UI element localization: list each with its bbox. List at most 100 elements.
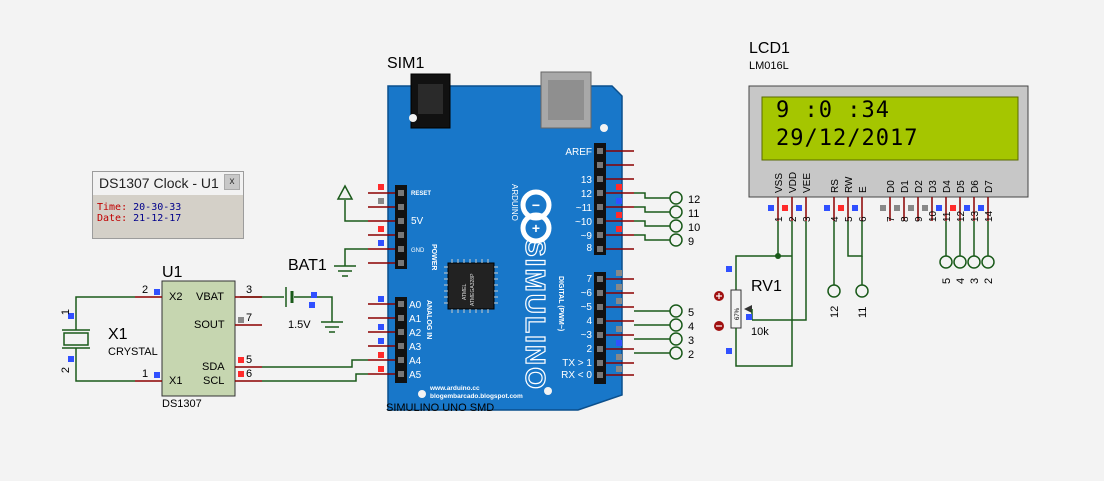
date-label: Date: (97, 213, 128, 224)
lcd-terminals[interactable] (827, 255, 995, 298)
lcd-pin-number: 1 (774, 216, 785, 222)
pin-label-aref: AREF (565, 147, 592, 158)
lcd-pin-number: 2 (788, 216, 799, 222)
lcd-terminal-label-3: 3 (969, 278, 981, 284)
lcd-pin-number: 7 (886, 216, 897, 222)
arduino-name-label: SIMULINO UNO SMD (386, 402, 495, 414)
pin-label-a1: A1 (409, 314, 422, 325)
lcd-pin-number: 9 (914, 216, 925, 222)
lcd-pin-name: D6 (970, 180, 981, 193)
lcd-wires (735, 221, 989, 367)
pin-label-6: ~6 (581, 288, 593, 299)
lcd-terminal-label-5: 5 (941, 278, 953, 284)
arduino-board[interactable]: + − ATMEL ATMEGA328P SIMULINO ARDUINO DI… (387, 71, 623, 411)
lcd-pin-number: 10 (928, 210, 939, 222)
lcd-pin-name: D0 (886, 180, 897, 193)
crystal-name-label: CRYSTAL (108, 346, 158, 358)
pin-label-4: 4 (586, 316, 592, 327)
rtc-pin-scl: SCL (203, 375, 225, 387)
lcd-pin-name: D3 (928, 180, 939, 193)
rtc-ref-label: U1 (162, 264, 183, 281)
lcd-pin-name: D5 (956, 180, 967, 193)
lcd-screen (761, 96, 1019, 161)
rtc-pin-num-1: 1 (142, 368, 149, 380)
lcd-terminal-label-4: 4 (955, 278, 967, 284)
pin-label-10: ~10 (575, 217, 592, 228)
pin-label-2: 2 (586, 344, 592, 355)
close-button[interactable]: x (224, 174, 240, 190)
pin-label-reset: RESET (411, 191, 431, 197)
terminal-label-10: 10 (688, 222, 700, 234)
lcd-ref-label: LCD1 (749, 40, 790, 57)
lcd-pin-number: 14 (984, 210, 995, 222)
pot-adjust-buttons[interactable] (714, 291, 724, 331)
crystal-pin-2: 2 (60, 366, 73, 374)
lcd-pin-number: 6 (858, 216, 869, 222)
pin-label-a5: A5 (409, 370, 422, 381)
pot-value-label: 10k (751, 326, 769, 338)
lcd-display-line-2: 29/12/2017 (776, 126, 919, 151)
lcd-terminal-label-12: 12 (829, 306, 841, 318)
lcd-pin-state-markers (768, 205, 984, 211)
lcd-terminal-label-11: 11 (857, 307, 869, 318)
lcd-pin-number: 11 (942, 211, 953, 222)
rtc-pin-sout: SOUT (194, 319, 225, 331)
rtc-name-label: DS1307 (162, 398, 202, 410)
time-value: 20-30-33 (133, 202, 182, 213)
rtc-pin-num-6: 6 (246, 368, 253, 380)
lcd-pin-name: D7 (984, 180, 995, 193)
crystal-ref-label: X1 (108, 326, 128, 343)
lcd-pin-name: RS (830, 179, 841, 193)
rtc-pin-num-5: 5 (246, 354, 253, 366)
arduino-url: www.arduino.cc (429, 385, 480, 392)
crystal-x1[interactable] (62, 296, 135, 382)
pin-label-7: 7 (586, 274, 592, 285)
ds1307-chip[interactable] (161, 280, 236, 397)
rtc-pin-x1: X1 (169, 375, 183, 387)
pin-label-a3: A3 (409, 342, 422, 353)
pot-percent: 67% (735, 307, 741, 320)
pin-label-3: ~3 (581, 330, 593, 341)
lcd-pin-name: E (858, 186, 869, 193)
pin-label-rx: RX < 0 (561, 370, 592, 381)
arduino-terminals[interactable] (669, 191, 683, 360)
digital-wires (634, 192, 670, 354)
potentiometer-rv1[interactable]: 67% (730, 276, 753, 340)
pin-label-12: 12 (581, 189, 593, 200)
svg-text:−: − (532, 197, 540, 213)
lcd-pin-name: D2 (914, 180, 925, 193)
rtc-pin-sda: SDA (202, 361, 225, 373)
lcd-module[interactable] (748, 85, 1029, 198)
lcd-pin-name: VEE (802, 173, 813, 193)
rtc-pin-num-3: 3 (246, 284, 253, 296)
pin-label-a2: A2 (409, 328, 422, 339)
lcd-pin-number: 13 (970, 210, 981, 222)
atmega-chip: ATMEL ATMEGA328P (444, 259, 498, 313)
power-wires (334, 184, 368, 277)
pot-ref-label: RV1 (751, 278, 782, 295)
lcd-display-line-1: 9 :0 :34 (776, 98, 890, 123)
terminal-label-2: 2 (688, 349, 694, 361)
battery-value-label: 1.5V (288, 319, 311, 331)
rtc-pin-x2: X2 (169, 291, 183, 303)
rtc-pin-num-2: 2 (142, 284, 149, 296)
arduino-ref-label: SIM1 (387, 55, 425, 72)
lcd-pin-name: VDD (788, 172, 799, 193)
time-label: Time: (97, 202, 128, 213)
ds1307-clock-window[interactable]: DS1307 Clock - U1 x Time: 20-30-33 Date:… (92, 171, 244, 239)
terminal-label-12: 12 (688, 194, 700, 206)
terminal-label-4: 4 (688, 321, 694, 333)
terminal-label-3: 3 (688, 335, 694, 347)
battery-ref-label: BAT1 (288, 257, 327, 274)
lcd-terminal-label-2: 2 (983, 278, 995, 284)
pin-label-5v: 5V (411, 216, 424, 227)
pin-label-a0: A0 (409, 300, 422, 311)
pin-label-11: ~11 (576, 203, 593, 214)
lcd-pin-name: D1 (900, 180, 911, 193)
lcd-pin-number: 5 (844, 216, 855, 222)
ds1307-window-title: DS1307 Clock - U1 (93, 172, 243, 195)
terminal-label-9: 9 (688, 236, 694, 248)
pin-label-5: ~5 (581, 302, 593, 313)
lcd-pin-name: RW (844, 176, 855, 193)
